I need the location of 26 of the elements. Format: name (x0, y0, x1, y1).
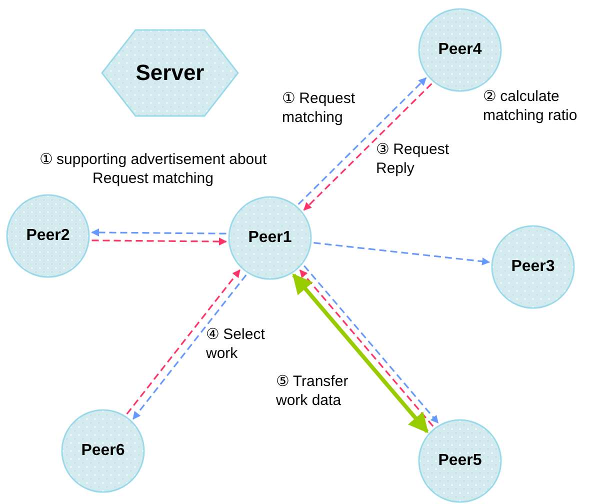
peer-circle (491, 225, 575, 309)
node-label: Server (136, 60, 204, 86)
node-label: Peer3 (511, 258, 555, 276)
arrow (91, 228, 226, 236)
server-hexagon (101, 29, 239, 117)
edge-label: ③ Request Reply (376, 140, 450, 178)
peer-circle (61, 409, 145, 493)
step-note: ① supporting advertisement about Request matching (38, 150, 268, 188)
node-label: Peer2 (26, 227, 70, 245)
peer-circle (6, 194, 90, 278)
arrow (92, 238, 227, 246)
peer-circle (228, 196, 312, 280)
node-label: Peer5 (438, 452, 482, 470)
node-label: Peer1 (248, 229, 292, 247)
node-label: Peer6 (81, 442, 125, 460)
edge-label: ① Request matching (282, 89, 356, 127)
edge-label: ⑤ Transfer work data (276, 372, 350, 410)
arrow (314, 242, 490, 266)
arrow (126, 269, 240, 415)
node-label: Peer4 (438, 41, 482, 59)
step-note: ② calculate matching ratio (483, 87, 578, 125)
edge-label: ④ Select work (206, 325, 266, 363)
arrow (303, 83, 432, 211)
peer-circle (418, 419, 502, 503)
arrow (132, 274, 247, 420)
arrow (298, 77, 427, 205)
